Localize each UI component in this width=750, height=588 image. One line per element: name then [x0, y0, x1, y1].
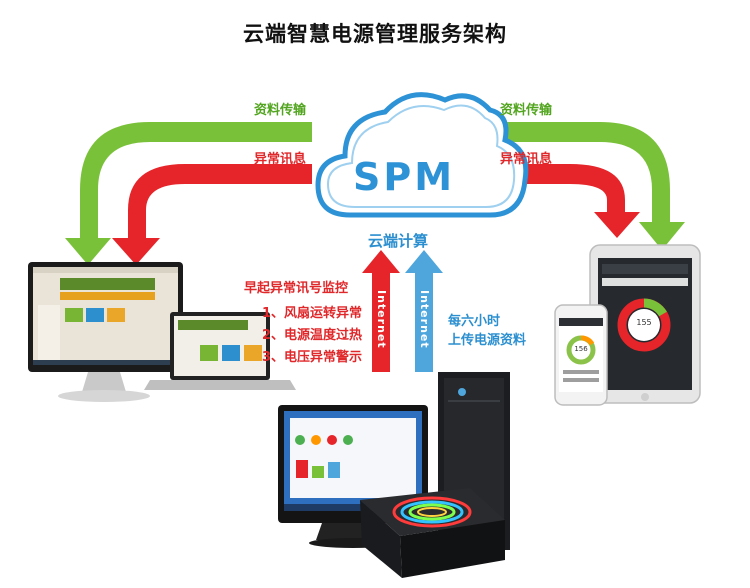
tablet-gauge-value: 155 [632, 318, 656, 327]
power-supply-unit [360, 488, 505, 578]
monitoring-heading: 早起异常讯号监控 [244, 277, 348, 296]
blue-arrow-internet-text: Internet [418, 290, 431, 349]
monitoring-list: 1、风扇运转异常 2、电源温度过热 3、电压异常警示 [262, 303, 362, 369]
monitoring-item: 3、电压异常警示 [262, 347, 362, 369]
upload-note: 每六小时 上传电源资料 [448, 312, 526, 350]
phone-gauge-value: 156 [571, 345, 591, 353]
cloud-caption: 云端计算 [368, 230, 428, 251]
left-alert-label: 异常讯息 [254, 148, 306, 167]
right-data-transfer-label: 资料传输 [500, 99, 552, 118]
right-alert-label: 异常讯息 [500, 148, 552, 167]
left-green-arrow [65, 122, 312, 265]
monitoring-item: 1、风扇运转异常 [262, 303, 362, 325]
smartphone [555, 305, 607, 405]
monitoring-item: 2、电源温度过热 [262, 325, 362, 347]
page-title: 云端智慧电源管理服务架构 [0, 18, 750, 48]
upload-note-line2: 上传电源资料 [448, 331, 526, 350]
upload-note-line1: 每六小时 [448, 312, 526, 331]
red-arrow-internet-text: Internet [375, 290, 388, 349]
left-red-arrow [112, 164, 312, 265]
left-data-transfer-label: 资料传输 [254, 99, 306, 118]
cloud-logo-text: SPM [353, 155, 455, 199]
